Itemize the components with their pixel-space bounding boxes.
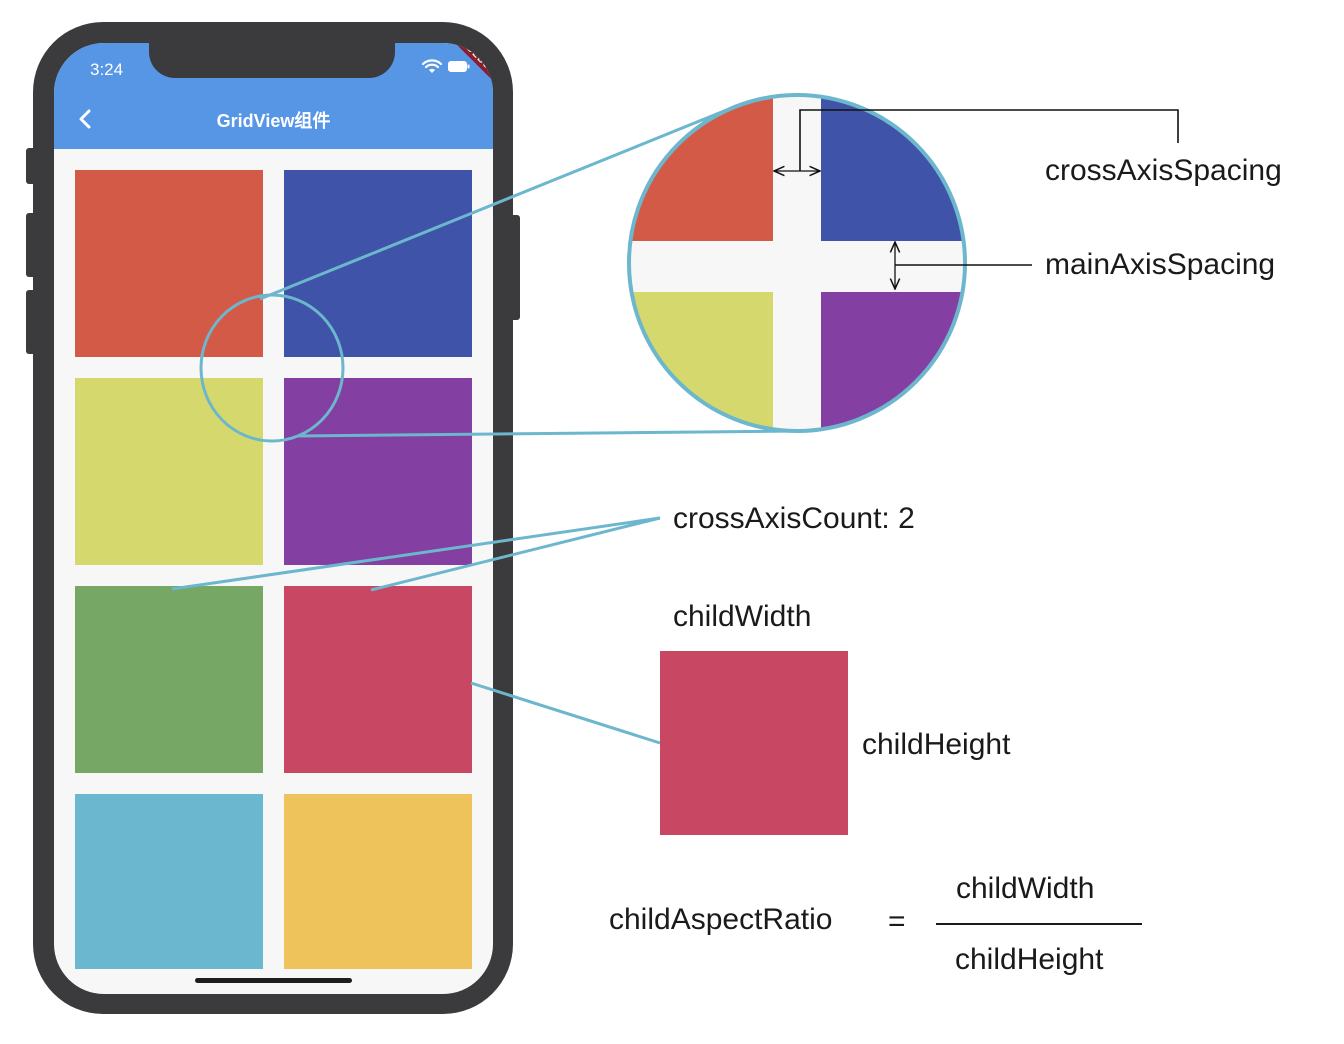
phone-notch xyxy=(149,43,395,78)
phone-volume-down xyxy=(26,290,36,354)
grid-tile xyxy=(284,794,472,969)
grid-tile xyxy=(284,378,472,565)
app-bar-title: GridView组件 xyxy=(216,111,331,131)
back-chevron-icon[interactable] xyxy=(74,107,98,131)
grid-tile xyxy=(75,378,263,565)
fraction-numerator: childWidth xyxy=(956,872,1095,905)
cross-axis-spacing-label: crossAxisSpacing xyxy=(1045,154,1282,187)
child-callout-line xyxy=(470,681,661,745)
magnifier-circle xyxy=(627,93,967,433)
magnifier-callout-bottom xyxy=(296,429,799,438)
home-indicator xyxy=(195,978,352,983)
child-height-label: childHeight xyxy=(862,728,1011,761)
magnified-tile-red xyxy=(629,95,773,241)
grid-tile xyxy=(75,170,263,357)
fraction-bar xyxy=(936,923,1142,925)
phone-volume-up xyxy=(26,213,36,277)
main-axis-spacing-label: mainAxisSpacing xyxy=(1045,248,1276,281)
cross-axis-count-label: crossAxisCount: 2 xyxy=(673,502,915,535)
equals-sign: = xyxy=(888,905,906,938)
grid-tile xyxy=(284,586,472,773)
magnified-tile-yellow xyxy=(629,292,773,431)
cross-axis-spacing-leader xyxy=(799,109,1179,171)
magnifier-callout-top xyxy=(259,105,735,301)
grid-tile xyxy=(75,794,263,969)
wifi-icon xyxy=(422,59,442,73)
battery-icon xyxy=(448,61,470,72)
app-bar: 3:24 DEBUG GridView组件 xyxy=(54,43,493,149)
aspect-ratio-label: childAspectRatio xyxy=(609,903,833,936)
child-example-box xyxy=(660,651,848,835)
fraction-denominator: childHeight xyxy=(955,943,1104,976)
grid-tile xyxy=(75,586,263,773)
child-width-label: childWidth xyxy=(673,600,812,633)
grid-tile xyxy=(284,170,472,357)
phone-power-button xyxy=(510,215,520,320)
zoom-source-circle xyxy=(199,293,345,443)
cross-axis-count-line-left xyxy=(171,516,661,591)
phone-screen: 3:24 DEBUG GridView组件 xyxy=(54,43,493,994)
status-time: 3:24 xyxy=(90,60,124,79)
cross-axis-count-line-right xyxy=(370,516,661,592)
phone-silent-switch xyxy=(26,148,36,184)
